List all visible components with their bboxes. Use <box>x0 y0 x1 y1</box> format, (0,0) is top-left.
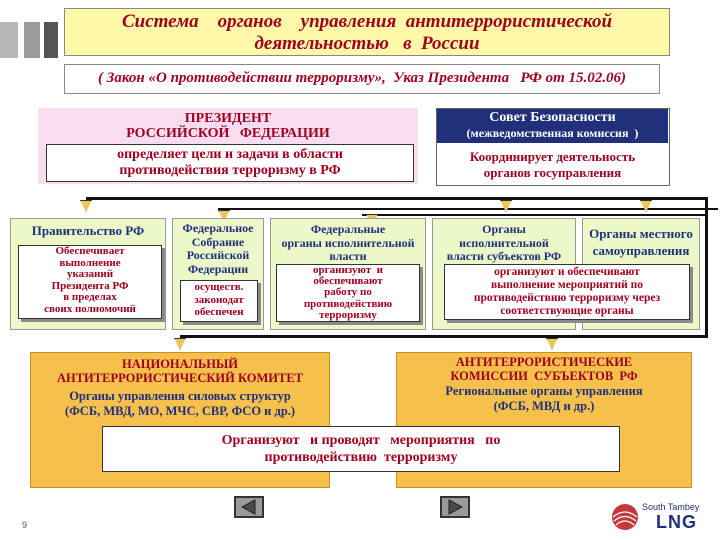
federal-exec-title-3: власти <box>329 249 367 263</box>
nak-title-line1: НАЦИОНАЛЬНЫЙ <box>122 357 238 371</box>
regional-desc-box: организуют и обеспечивают выполнение мер… <box>444 264 690 320</box>
government-desc-1: Обеспечивает <box>55 245 125 257</box>
title-box: Система органов управления антитеррорист… <box>64 8 670 56</box>
regional-desc-2: выполнение мероприятий по <box>491 279 643 291</box>
regional-desc-3: противодействию терроризму через <box>473 292 661 304</box>
page-number: 9 <box>22 520 28 530</box>
commissions-desc-line2: (ФСБ, МВД и др.) <box>493 399 595 413</box>
council-header: Совет Безопасности (межведомственная ком… <box>437 109 668 143</box>
assembly-desc-box: осуществ. законодат обеспечен <box>180 280 258 322</box>
back-button[interactable] <box>234 496 264 518</box>
connector-assembly <box>218 208 718 210</box>
federal-exec-desc-5: терроризму <box>319 308 377 321</box>
regional-desc-1: организуют и обеспечивают <box>494 266 640 278</box>
government-desc-5: в пределах <box>63 291 117 303</box>
government-title: Правительство РФ <box>31 223 145 238</box>
assembly-desc-2: законодат <box>194 293 244 306</box>
connector-top-horizontal <box>86 197 708 200</box>
nak-desc-line2: (ФСБ, МВД, МО, МЧС, СВР, ФСО и др.) <box>64 404 296 418</box>
president-desc-line1: определяет цели и задачи в области <box>117 147 343 162</box>
assembly-title-1: Федеральное <box>182 221 254 235</box>
nak-desc-line1: Органы управления силовых структур <box>69 389 291 403</box>
federal-exec-desc-4: противодействию <box>303 297 393 310</box>
council-subtitle: (межведомственная комиссия ) <box>466 126 639 140</box>
assembly-title-3: Российской <box>186 248 250 262</box>
council-title: Совет Безопасности <box>489 110 616 125</box>
federal-exec-title-1: Федеральные <box>310 222 386 236</box>
arrow-down-icon <box>500 200 512 212</box>
law-box: ( Закон «О противодействии терроризму», … <box>64 64 660 94</box>
council-desc-line1: Координирует деятельность <box>469 149 636 164</box>
president-desc-box: определяет цели и задачи в области проти… <box>46 144 414 182</box>
south-tambey-lng-logo: South Tambey LNG <box>610 498 716 536</box>
local-title-1: Органы местного <box>589 226 693 241</box>
commissions-title-line1: АНТИТЕРРОРИСТИЧЕСКИЕ <box>455 355 633 369</box>
federal-exec-desc-3: работу по <box>324 286 372 299</box>
logo-sphere-icon <box>612 504 638 530</box>
government-desc-4: Президента РФ <box>51 279 129 292</box>
regional-exec-title-2: исполнительной <box>459 235 549 250</box>
president-title-line2: РОССИЙСКОЙ ФЕДЕРАЦИИ <box>126 126 330 141</box>
government-desc-6: своих полномочий <box>44 302 136 315</box>
bottom-desc-box: Организуют и проводят мероприятия по про… <box>102 426 620 472</box>
government-desc-box: Обеспечивает выполнение указаний Президе… <box>18 245 162 319</box>
connector-mid-horizontal <box>180 335 708 338</box>
government-desc-3: указаний <box>66 268 114 280</box>
federal-exec-desc-box: организуют и обеспечивают работу по прот… <box>276 264 420 322</box>
regional-exec-title-1: Органы <box>482 222 526 236</box>
bottom-desc-line1: Организуют и проводят мероприятия по <box>221 433 501 448</box>
arrow-down-icon <box>80 200 92 212</box>
arrow-down-icon <box>640 200 652 212</box>
assembly-title-2: Собрание <box>191 234 245 249</box>
commissions-desc-line1: Региональные органы управления <box>445 384 643 398</box>
connector-federal <box>362 214 708 216</box>
logo-line2: LNG <box>656 512 697 532</box>
federal-exec-title-2: органы исполнительной <box>281 235 415 250</box>
federal-exec-desc-2: обеспечивают <box>313 275 383 288</box>
government-desc-2: выполнение <box>59 256 121 269</box>
nak-title-line2: АНТИТЕРРОРИСТИЧЕСКИЙ КОМИТЕТ <box>56 371 304 385</box>
back-arrow-icon <box>240 499 256 515</box>
assembly-title-4: Федерации <box>187 261 249 276</box>
law-text: ( Закон «О противодействии терроризму», … <box>98 70 626 86</box>
council-box: Совет Безопасности (межведомственная ком… <box>436 108 670 186</box>
regional-exec-title-3: власти субъектов РФ <box>446 249 562 263</box>
assembly-desc-1: осуществ. <box>194 281 244 293</box>
commissions-title-line2: КОМИССИИ СУБЪЕКТОВ РФ <box>450 369 638 383</box>
council-desc-line2: органов госуправления <box>483 165 622 180</box>
arrow-down-icon <box>546 338 558 350</box>
regional-desc-4: соответствующие органы <box>500 305 634 317</box>
connector-right-vertical <box>705 197 708 337</box>
president-title-line1: ПРЕЗИДЕНТ <box>184 111 272 126</box>
federal-exec-desc-1: организуют и <box>313 264 383 276</box>
page-title-line1: Система органов управления антитеррорист… <box>121 11 613 32</box>
page-title-line2: деятельностью в России <box>254 33 480 54</box>
president-desc-line2: противодействия терроризму в РФ <box>119 163 341 178</box>
forward-arrow-icon <box>448 499 464 515</box>
logo-line1: South Tambey <box>642 502 700 512</box>
forward-button[interactable] <box>440 496 470 518</box>
bottom-desc-line2: противодействию терроризму <box>264 450 458 465</box>
assembly-desc-3: обеспечен <box>194 306 244 318</box>
local-title-2: самоуправления <box>592 243 690 258</box>
decor-bars <box>0 22 62 58</box>
arrow-down-icon <box>174 338 186 350</box>
